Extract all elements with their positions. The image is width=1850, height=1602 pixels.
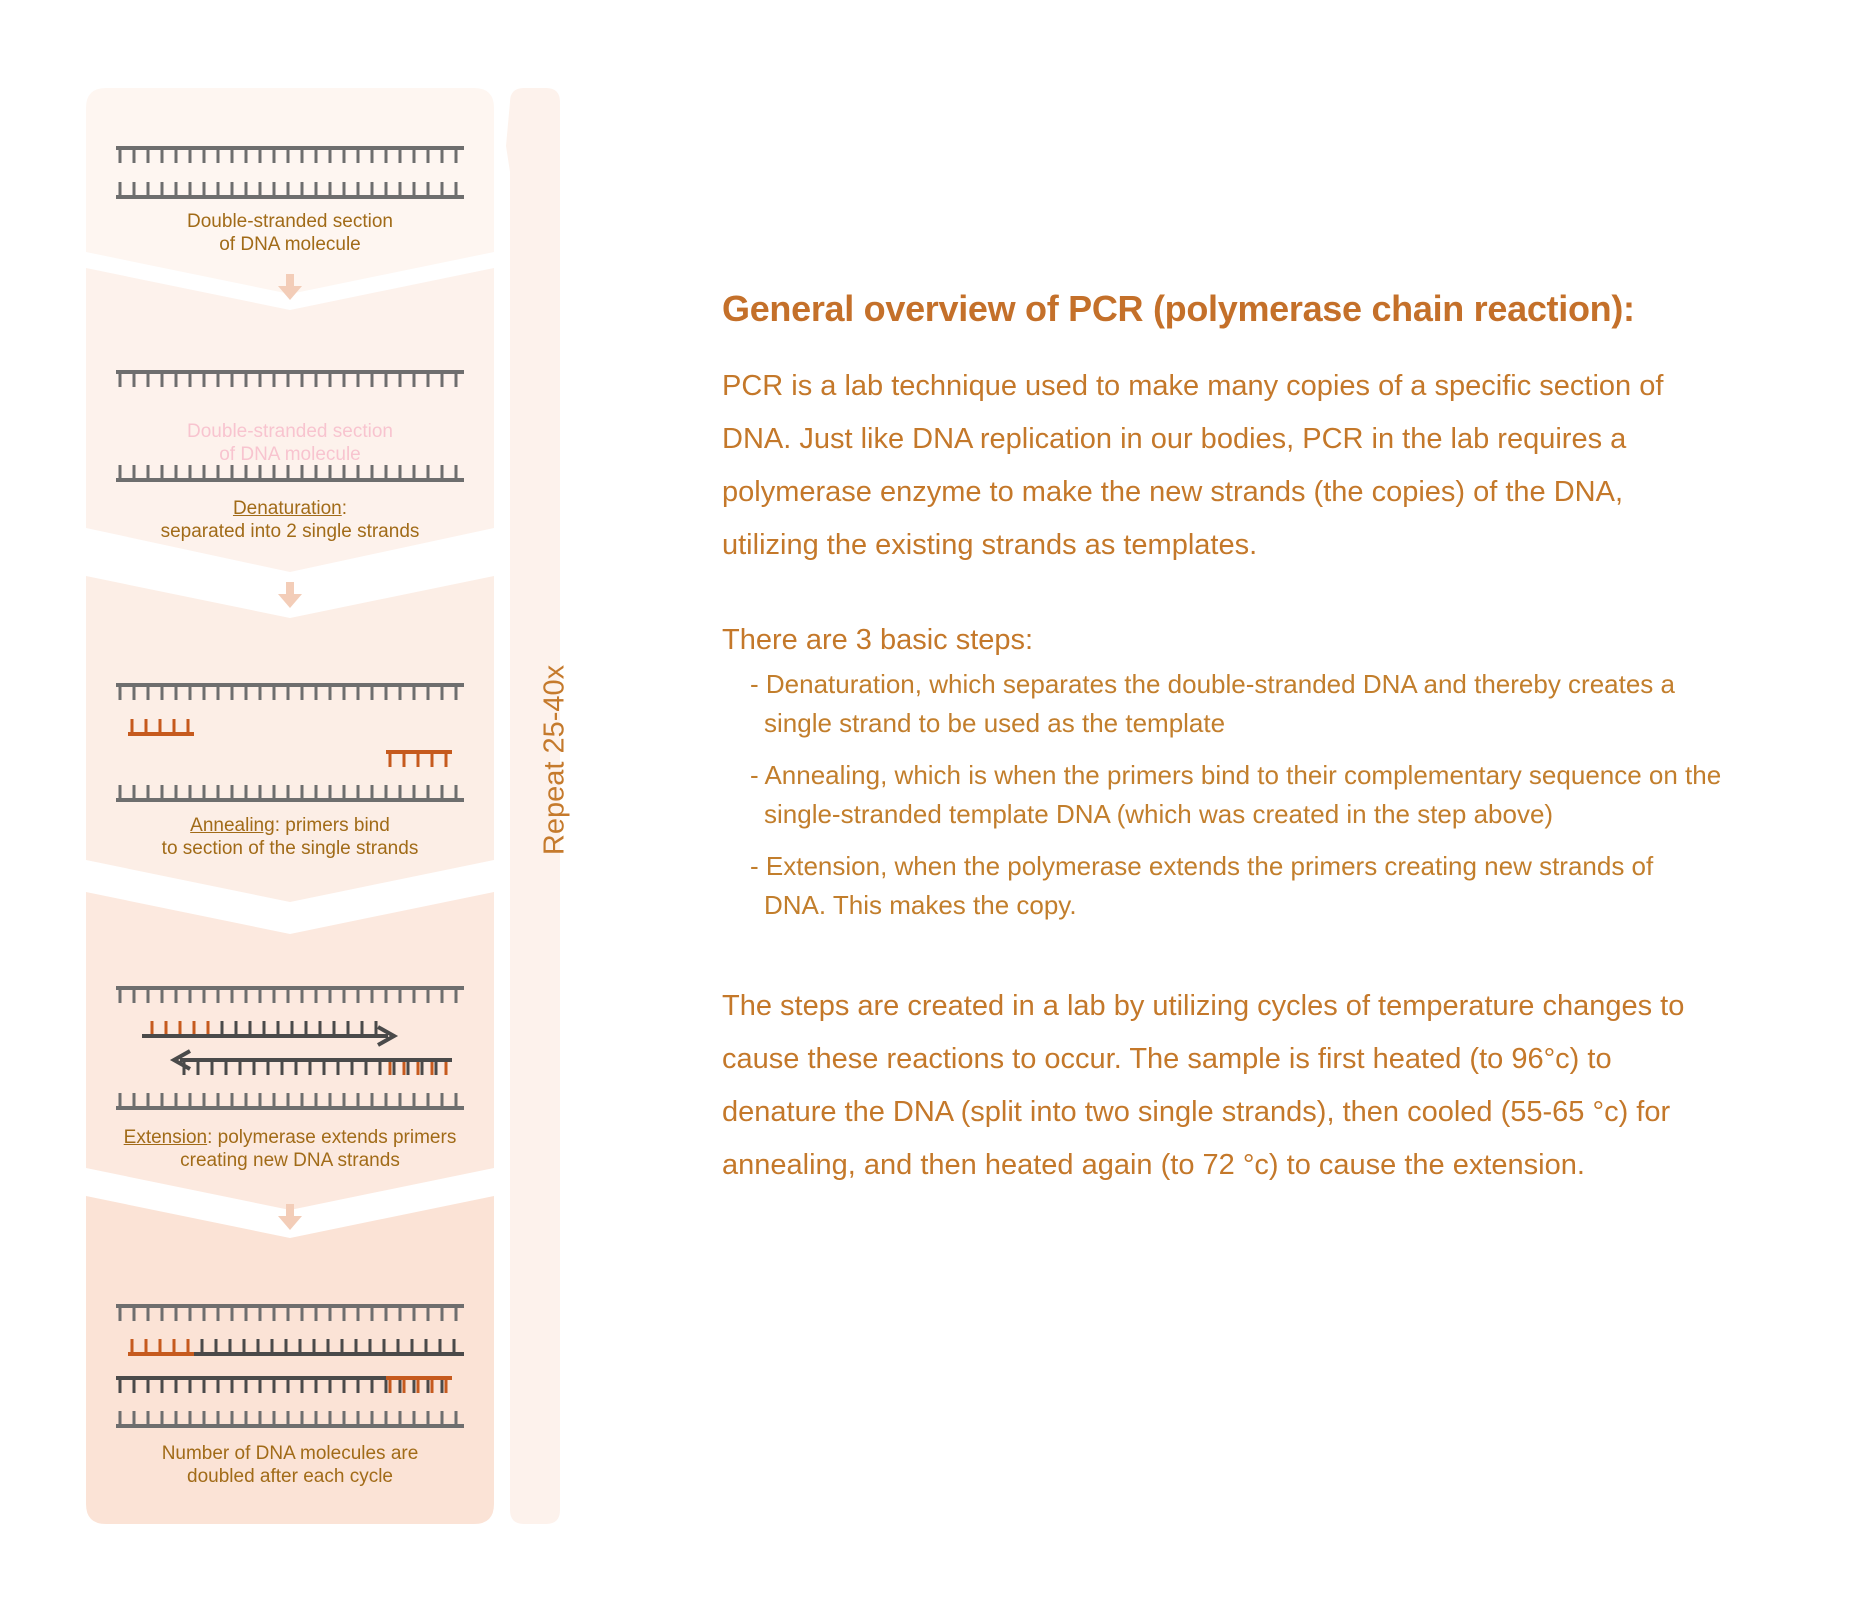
step-item: - Extension, when the polymerase extends…: [750, 851, 1654, 920]
label-annealing: Annealing: primers bind to section of th…: [161, 815, 419, 859]
dna-strand: [116, 1304, 464, 1321]
primer: [128, 719, 194, 736]
stage-panel-start: [86, 88, 494, 294]
primer: [128, 1339, 194, 1356]
stage-panel-annealing: [86, 576, 494, 902]
primer: [386, 750, 452, 767]
label-result: Number of DNA molecules are doubled afte…: [161, 1443, 419, 1487]
step-item: - Denaturation, which separates the doub…: [750, 669, 1675, 738]
dna-strand: [116, 465, 464, 482]
dna-strand: [116, 785, 464, 802]
dna-strand: [116, 182, 464, 199]
term-denaturation: Denaturation: [232, 498, 342, 519]
dna-strand: [116, 683, 464, 700]
label-denaturation: Denaturation: separated into 2 single st…: [160, 498, 420, 542]
overview-title: General overview of PCR (polymerase chai…: [722, 288, 1635, 329]
repeat-bar: [506, 88, 560, 1524]
down-arrow-icon: [278, 274, 302, 300]
dna-strand: [116, 1411, 464, 1428]
dna-strand: [116, 146, 464, 163]
intro-paragraph: PCR is a lab technique used to make many…: [722, 370, 1664, 561]
label-extension: Extension: polymerase extends primers cr…: [123, 1127, 457, 1171]
label-start: Double-stranded section of DNA molecule: [187, 211, 393, 255]
ghost-label: Double-stranded section of DNA molecule: [187, 421, 393, 465]
down-arrow-icon: [278, 582, 302, 608]
steps-list: - Denaturation, which separates the doub…: [722, 665, 1722, 925]
extension-arrow-left-icon: [169, 1049, 452, 1071]
term-extension: Extension: [123, 1127, 208, 1148]
dna-strand: [116, 986, 464, 1003]
steps-heading: There are 3 basic steps:: [722, 624, 1034, 656]
step-item: - Annealing, which is when the primers b…: [750, 760, 1722, 829]
extension-arrow-right-icon: [142, 1025, 399, 1047]
stage-panel-denaturation: [86, 268, 494, 572]
dna-strands: [116, 146, 464, 1428]
term-annealing: Annealing: [190, 815, 275, 836]
overview-panel: General overview of PCR (polymerase chai…: [722, 284, 1722, 1192]
down-arrow-icon: [278, 1204, 302, 1230]
conclusion-paragraph: The steps are created in a lab by utiliz…: [722, 990, 1685, 1181]
stage-panel-result: [86, 1196, 494, 1524]
dna-strand: [116, 1093, 464, 1110]
repeat-label: Repeat 25-40x: [538, 664, 571, 856]
primer: [386, 1376, 452, 1393]
stage-panel-extension: [86, 892, 494, 1210]
dna-strand: [116, 370, 464, 387]
